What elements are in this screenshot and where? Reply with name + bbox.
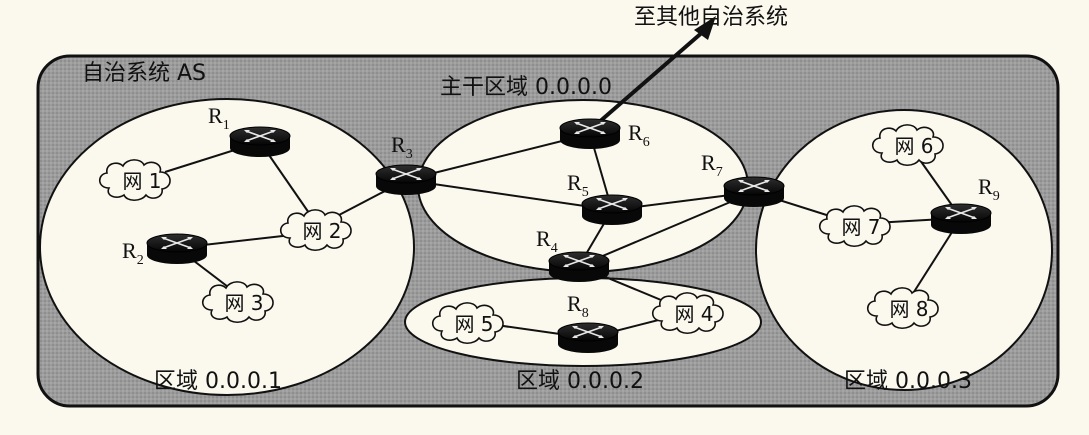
router-9-icon — [930, 203, 992, 235]
router-7-icon — [723, 176, 785, 208]
link-r3-r5 — [405, 179, 613, 211]
network-2-label: 网 2 — [302, 219, 341, 243]
area-3-region — [755, 109, 1053, 391]
area-2-label: 区域 0.0.0.2 — [516, 369, 644, 394]
router-7-label: R7 — [701, 150, 723, 180]
external-as-label: 至其他自治系统 — [634, 5, 788, 30]
router-1-label: R1 — [208, 103, 230, 133]
router-1-icon — [229, 126, 291, 158]
network-4-label: 网 4 — [674, 302, 713, 326]
router-2-label: R2 — [122, 238, 144, 268]
network-5-label: 网 5 — [454, 312, 493, 336]
router-8-label: R8 — [567, 291, 589, 321]
network-1-label: 网 1 — [122, 169, 161, 193]
router-9-label: R9 — [978, 174, 1000, 204]
link-r3-r6 — [405, 133, 591, 181]
router-3-icon — [375, 164, 437, 196]
area-3-label: 区域 0.0.0.3 — [844, 369, 972, 394]
network-7-label: 网 7 — [841, 215, 880, 239]
as-label: 自治系统 AS — [82, 61, 206, 86]
network-3-label: 网 3 — [224, 291, 263, 315]
network-8-label: 网 8 — [889, 297, 928, 321]
router-6-icon — [559, 118, 621, 150]
router-5-label: R5 — [567, 170, 589, 200]
router-4-label: R4 — [536, 226, 558, 256]
router-8-icon — [557, 322, 619, 354]
area-1-label: 区域 0.0.0.1 — [154, 369, 282, 394]
backbone-area-label: 主干区域 0.0.0.0 — [440, 75, 612, 100]
external-link-line — [588, 28, 707, 132]
external-link-arrow-icon — [694, 16, 716, 40]
network-6-label: 网 6 — [894, 134, 933, 158]
router-4-icon — [548, 251, 610, 283]
router-3-label: R3 — [391, 132, 413, 162]
router-5-icon — [581, 194, 643, 226]
area-1-region — [39, 98, 415, 396]
link-r4-r7 — [578, 191, 755, 267]
router-6-label: R6 — [628, 120, 650, 150]
router-2-icon — [146, 233, 208, 265]
